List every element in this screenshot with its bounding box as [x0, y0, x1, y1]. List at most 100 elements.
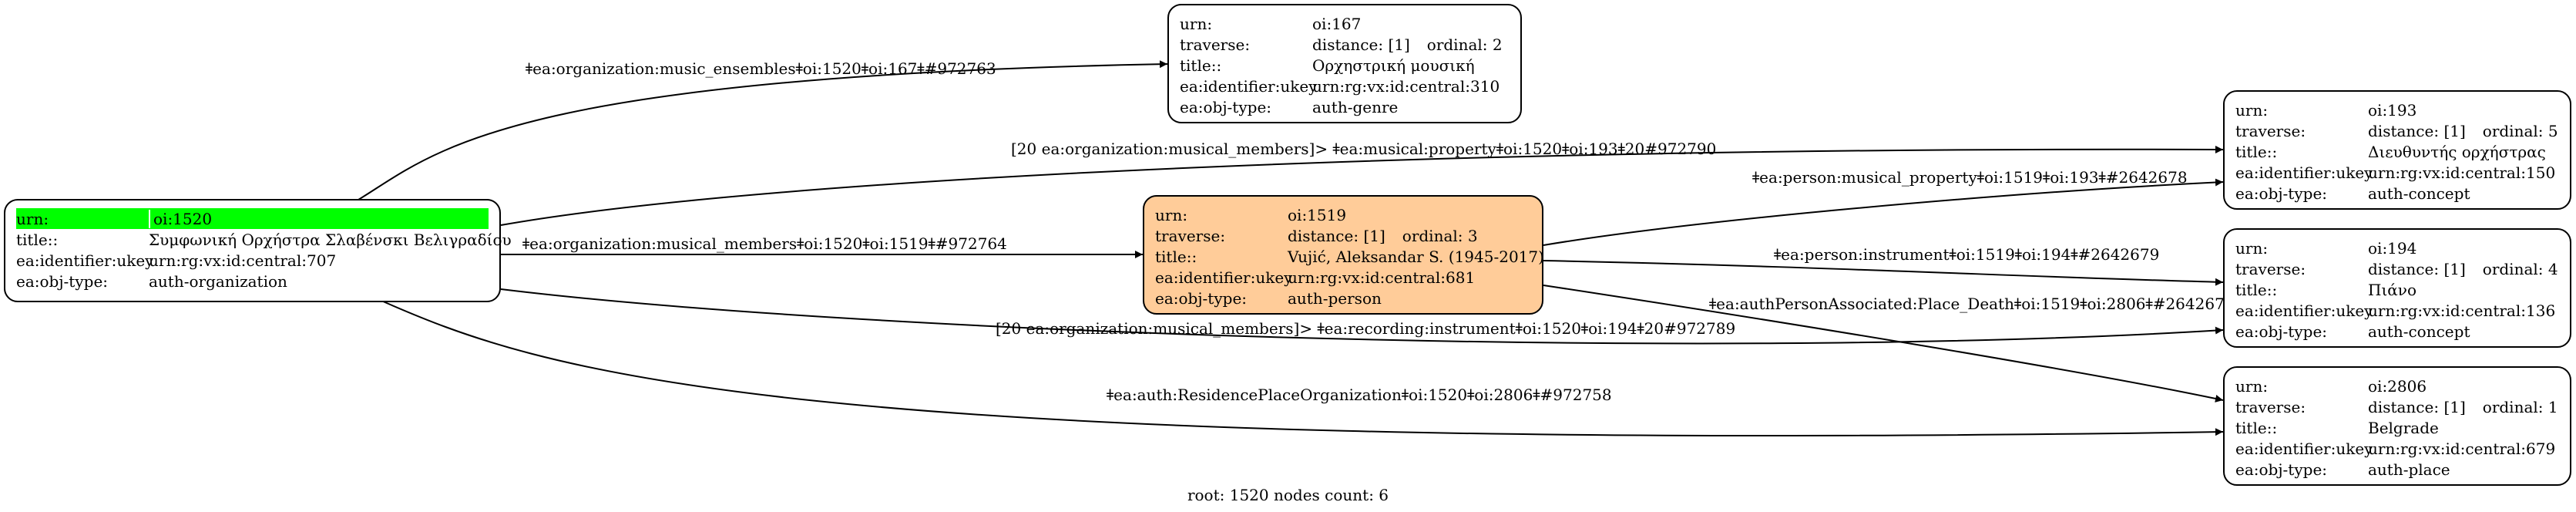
urn-key: urn:	[2235, 100, 2269, 120]
node-urn-row: urn: oi:2806	[2235, 376, 2559, 396]
edge-1520-2806	[381, 300, 2224, 437]
title-value: Πιάνο	[2368, 280, 2416, 299]
urn-key: urn:	[2235, 376, 2269, 396]
urn-value: oi:2806	[2368, 376, 2427, 396]
traverse-key: traverse:	[1155, 226, 1226, 245]
edge-label-person-instrument: ǂea:person:instrumentǂoi:1519ǂoi:194ǂ#26…	[1774, 245, 2160, 264]
identifier-key: ea:identifier:ukey	[2235, 163, 2373, 182]
node-identifier-row: ea:identifier:ukey urn:rg:vx:id:central:…	[2235, 162, 2559, 183]
edge-label-person-musical-property: ǂea:person:musical_propertyǂoi:1519ǂoi:1…	[1752, 168, 2188, 187]
node-oi-1519[interactable]: urn: oi:1519 traverse: distance: [1] ord…	[1143, 195, 1544, 315]
distance-value: distance: [1]	[2368, 121, 2466, 140]
title-key: title::	[2235, 280, 2278, 299]
node-objtype-row: ea:obj-type: auth-organization	[16, 271, 489, 291]
edge-label-residence-place: ǂea:auth:ResidencePlaceOrganizationǂoi:1…	[1107, 386, 1612, 404]
traverse-key: traverse:	[2235, 259, 2306, 278]
ordinal-value: ordinal: 3	[1402, 226, 1478, 245]
node-title-row: title:: Vujić, Aleksandar S. (1945-2017)	[1155, 246, 1544, 267]
node-oi-2806[interactable]: urn: oi:2806 traverse: distance: [1] ord…	[2223, 366, 2571, 486]
title-value: Ορχηστρική μουσική	[1312, 56, 1475, 75]
distance-value: distance: [1]	[2368, 397, 2466, 416]
edge-1519-193	[1543, 178, 2224, 246]
urn-value: oi:1520	[153, 209, 213, 228]
urn-value: oi:193	[2368, 100, 2417, 120]
objtype-value: auth-place	[2368, 460, 2450, 479]
node-objtype-row: ea:obj-type: auth-concept	[2235, 321, 2559, 342]
identifier-value: urn:rg:vx:id:central:136	[2368, 301, 2556, 320]
objtype-key: ea:obj-type:	[1180, 97, 1272, 116]
edge-label-musical-members: ǂea:organization:musical_membersǂoi:1520…	[522, 234, 1007, 253]
identifier-key: ea:identifier:ukey	[16, 251, 154, 270]
node-title-row: title:: Ορχηστρική μουσική	[1180, 55, 1510, 76]
title-value: Διευθυντής ορχήστρας	[2368, 142, 2546, 161]
node-title-row: title:: Belgrade	[2235, 417, 2559, 438]
traverse-key: traverse:	[2235, 121, 2306, 140]
identifier-value: urn:rg:vx:id:central:679	[2368, 439, 2556, 458]
edge-label-place-death: ǂea:authPersonAssociated:Place_Deathǂoi:…	[1709, 295, 2235, 313]
node-urn-row: urn: oi:167	[1180, 13, 1510, 34]
edge-label-musical-property: [20 ea:organization:musical_members]> ǂe…	[1011, 140, 1717, 158]
objtype-value: auth-organization	[149, 271, 287, 291]
node-oi-193[interactable]: urn: oi:193 traverse: distance: [1] ordi…	[2223, 90, 2571, 210]
node-identifier-row: ea:identifier:ukey urn:rg:vx:id:central:…	[2235, 438, 2559, 459]
urn-value: oi:194	[2368, 238, 2417, 258]
edge-1520-193	[500, 145, 2224, 226]
node-objtype-row: ea:obj-type: auth-place	[2235, 459, 2559, 480]
node-oi-194[interactable]: urn: oi:194 traverse: distance: [1] ordi…	[2223, 228, 2571, 348]
urn-value: oi:167	[1312, 14, 1362, 33]
identifier-key: ea:identifier:ukey	[2235, 301, 2373, 320]
edge-label-music-ensembles: ǂea:organization:music_ensemblesǂoi:1520…	[526, 59, 996, 78]
objtype-value: auth-concept	[2368, 184, 2470, 203]
edge-1520-167	[350, 60, 1168, 205]
traverse-key: traverse:	[2235, 397, 2306, 416]
ordinal-value: ordinal: 1	[2482, 397, 2558, 416]
node-title-row: title:: Διευθυντής ορχήστρας	[2235, 141, 2559, 162]
traverse-key: traverse:	[1180, 35, 1251, 54]
edge-1520-194	[500, 288, 2224, 345]
node-traverse-row: traverse: distance: [1] ordinal: 5	[2235, 120, 2559, 141]
node-traverse-row: traverse: distance: [1] ordinal: 3	[1155, 225, 1531, 246]
node-identifier-row: ea:identifier:ukey urn:rg:vx:id:central:…	[1180, 76, 1510, 96]
node-objtype-row: ea:obj-type: auth-genre	[1180, 96, 1510, 117]
edge-1519-194	[1543, 260, 2224, 286]
title-key: title::	[2235, 418, 2278, 437]
distance-value: distance: [1]	[1312, 35, 1410, 54]
node-identifier-row: ea:identifier:ukey urn:rg:vx:id:central:…	[1155, 267, 1531, 288]
identifier-value: urn:rg:vx:id:central:150	[2368, 163, 2556, 182]
node-traverse-row: traverse: distance: [1] ordinal: 2	[1180, 34, 1510, 55]
title-key: title::	[2235, 142, 2278, 161]
objtype-key: ea:obj-type:	[2235, 460, 2328, 479]
node-traverse-row: traverse: distance: [1] ordinal: 4	[2235, 258, 2559, 279]
identifier-key: ea:identifier:ukey	[2235, 439, 2373, 458]
title-value: Vujić, Aleksandar S. (1945-2017)	[1288, 247, 1544, 266]
edge-label-recording-instrument: [20 ea:organization:musical_members]> ǂe…	[996, 319, 1736, 338]
objtype-value: auth-genre	[1312, 97, 1399, 116]
title-key: title::	[1155, 247, 1197, 266]
identifier-key: ea:identifier:ukey	[1180, 76, 1318, 96]
urn-key: urn:	[1155, 205, 1188, 224]
node-oi-1520[interactable]: urn: oi:1520 title:: Συμφωνική Ορχήστρα …	[4, 199, 512, 302]
objtype-key: ea:obj-type:	[2235, 322, 2328, 341]
node-title-row: title:: Συμφωνική Ορχήστρα Σλαβένσκι Βελ…	[16, 229, 512, 250]
objtype-key: ea:obj-type:	[16, 271, 109, 291]
identifier-key: ea:identifier:ukey	[1155, 268, 1293, 287]
node-objtype-row: ea:obj-type: auth-concept	[2235, 183, 2559, 204]
title-key: title::	[1180, 56, 1222, 75]
ordinal-value: ordinal: 4	[2482, 259, 2558, 278]
edge-1519-2806	[1543, 285, 2224, 403]
node-title-row: title:: Πιάνο	[2235, 279, 2559, 300]
objtype-value: auth-person	[1288, 288, 1382, 308]
urn-key: urn:	[1180, 14, 1213, 33]
node-urn-row: urn: oi:194	[2235, 237, 2559, 258]
objtype-value: auth-concept	[2368, 322, 2470, 341]
urn-value: oi:1519	[1288, 205, 1347, 224]
graph-footer: root: 1520 nodes count: 6	[1187, 486, 1389, 504]
objtype-key: ea:obj-type:	[1155, 288, 1248, 308]
identifier-value: urn:rg:vx:id:central:681	[1288, 268, 1476, 287]
node-oi-167[interactable]: urn: oi:167 traverse: distance: [1] ordi…	[1167, 4, 1522, 123]
node-identifier-row: ea:identifier:ukey urn:rg:vx:id:central:…	[2235, 300, 2559, 321]
node-urn-row: urn: oi:1520	[16, 208, 489, 229]
title-value: Belgrade	[2368, 418, 2439, 437]
node-objtype-row: ea:obj-type: auth-person	[1155, 288, 1531, 308]
